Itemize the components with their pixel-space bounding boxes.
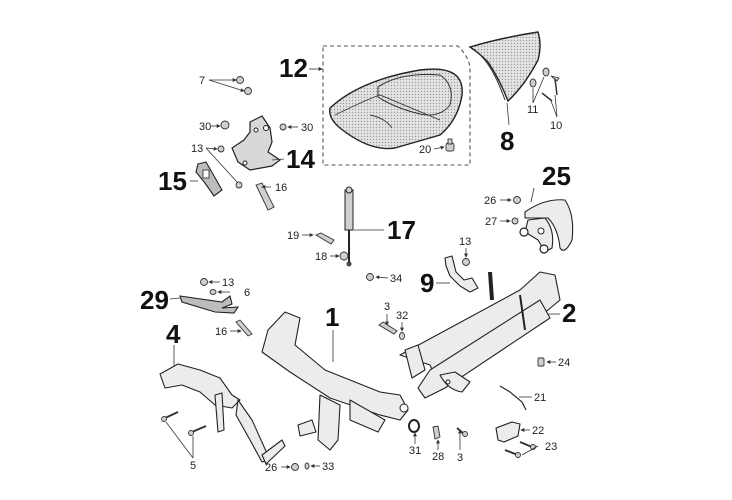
leader-lines [165, 67, 560, 469]
spacer-24-part[interactable] [537, 357, 545, 367]
gas-strut-part[interactable] [344, 186, 354, 267]
callout-11: 11 [527, 104, 538, 116]
clip-28-part[interactable] [432, 425, 441, 440]
callout-25: 25 [542, 161, 571, 191]
nut-34-part[interactable] [366, 273, 374, 281]
callout-18: 18 [315, 251, 327, 263]
callout-28: 28 [432, 451, 444, 463]
callout-20: 20 [419, 144, 431, 156]
rear-cowl-part[interactable] [468, 31, 541, 103]
callout-21: 21 [534, 392, 546, 404]
ring-31-part[interactable] [408, 419, 420, 433]
nut-26b-part[interactable] [291, 463, 299, 471]
callout-15: 15 [158, 166, 187, 196]
callout-5: 5 [190, 460, 196, 472]
nut-26-part[interactable] [513, 196, 521, 204]
rear-subframe-part[interactable] [399, 271, 561, 399]
screws-5-part[interactable] [161, 411, 207, 436]
callout-30-left: 30 [199, 121, 211, 133]
callout-30-right: 30 [301, 122, 313, 134]
callout-26-low: 26 [265, 462, 277, 474]
bolt-3-part[interactable] [378, 321, 398, 335]
callout-31: 31 [409, 445, 421, 457]
callout-13-mid: 13 [459, 236, 471, 248]
washer-33-part[interactable] [304, 462, 310, 470]
washer-32-part[interactable] [399, 332, 405, 340]
bracket-9-part[interactable] [444, 255, 479, 293]
callout-29: 29 [140, 285, 169, 315]
callout-27: 27 [485, 216, 497, 228]
washer-6-part[interactable] [209, 289, 217, 295]
callout-14: 14 [286, 144, 315, 174]
callout-24: 24 [558, 357, 570, 369]
footrest-bracket-part[interactable] [179, 295, 240, 314]
bolt-19-part[interactable] [314, 232, 335, 245]
callout-9: 9 [420, 268, 434, 298]
callout-26-top: 26 [484, 195, 496, 207]
bolt-16b-part[interactable] [235, 319, 253, 337]
callout-32: 32 [396, 310, 408, 322]
washer-27-part[interactable] [511, 217, 519, 225]
clips-part[interactable] [529, 67, 560, 102]
nut-18-part[interactable] [339, 251, 349, 261]
callout-16-low: 16 [215, 326, 227, 338]
callout-23: 23 [545, 441, 557, 453]
callout-3-low: 3 [457, 452, 463, 464]
callout-8: 8 [500, 126, 514, 156]
seat-hinge-bracket-part[interactable] [231, 115, 281, 171]
nut-13-part[interactable] [462, 258, 470, 266]
screws-23-part[interactable] [504, 441, 536, 458]
callout-10: 10 [550, 120, 562, 132]
callout-19: 19 [287, 230, 299, 242]
callout-17: 17 [387, 215, 416, 245]
seat-part[interactable] [322, 45, 471, 166]
callout-13-low: 13 [222, 277, 234, 289]
callout-6: 6 [244, 287, 250, 299]
rubber-buffer-part[interactable] [445, 138, 455, 152]
callout-7: 7 [199, 75, 205, 87]
main-frame-part[interactable] [261, 311, 409, 451]
callout-34: 34 [390, 273, 402, 285]
callout-22: 22 [532, 425, 544, 437]
callout-4: 4 [166, 319, 181, 349]
nut-13c-part[interactable] [200, 278, 208, 286]
seat-latch-part[interactable] [195, 161, 223, 197]
spring-21-part[interactable] [499, 385, 527, 411]
callout-1: 1 [325, 302, 339, 332]
callout-12: 12 [279, 53, 308, 83]
bracket-22-part[interactable] [495, 421, 521, 443]
callout-labels: 12 8 7 11 10 30 30 13 14 15 16 20 25 26 … [140, 53, 576, 474]
center-stand-part[interactable] [159, 363, 286, 465]
bolt-3b-part[interactable] [456, 427, 468, 437]
callout-13-top: 13 [191, 143, 203, 155]
callout-16-top: 16 [275, 182, 287, 194]
callout-2: 2 [562, 298, 576, 328]
rear-mudguard-bracket-part[interactable] [519, 199, 574, 254]
callout-3-mid: 3 [384, 301, 390, 313]
callout-33: 33 [322, 461, 334, 473]
